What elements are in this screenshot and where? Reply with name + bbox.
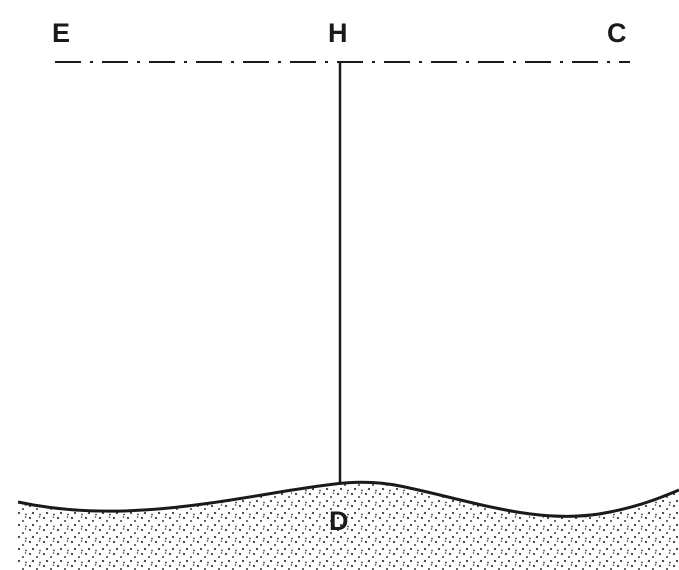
label-h: H	[328, 18, 348, 48]
label-e: E	[52, 18, 70, 48]
ground-fill	[18, 482, 679, 570]
label-c: C	[607, 18, 627, 48]
label-d: D	[329, 506, 349, 536]
